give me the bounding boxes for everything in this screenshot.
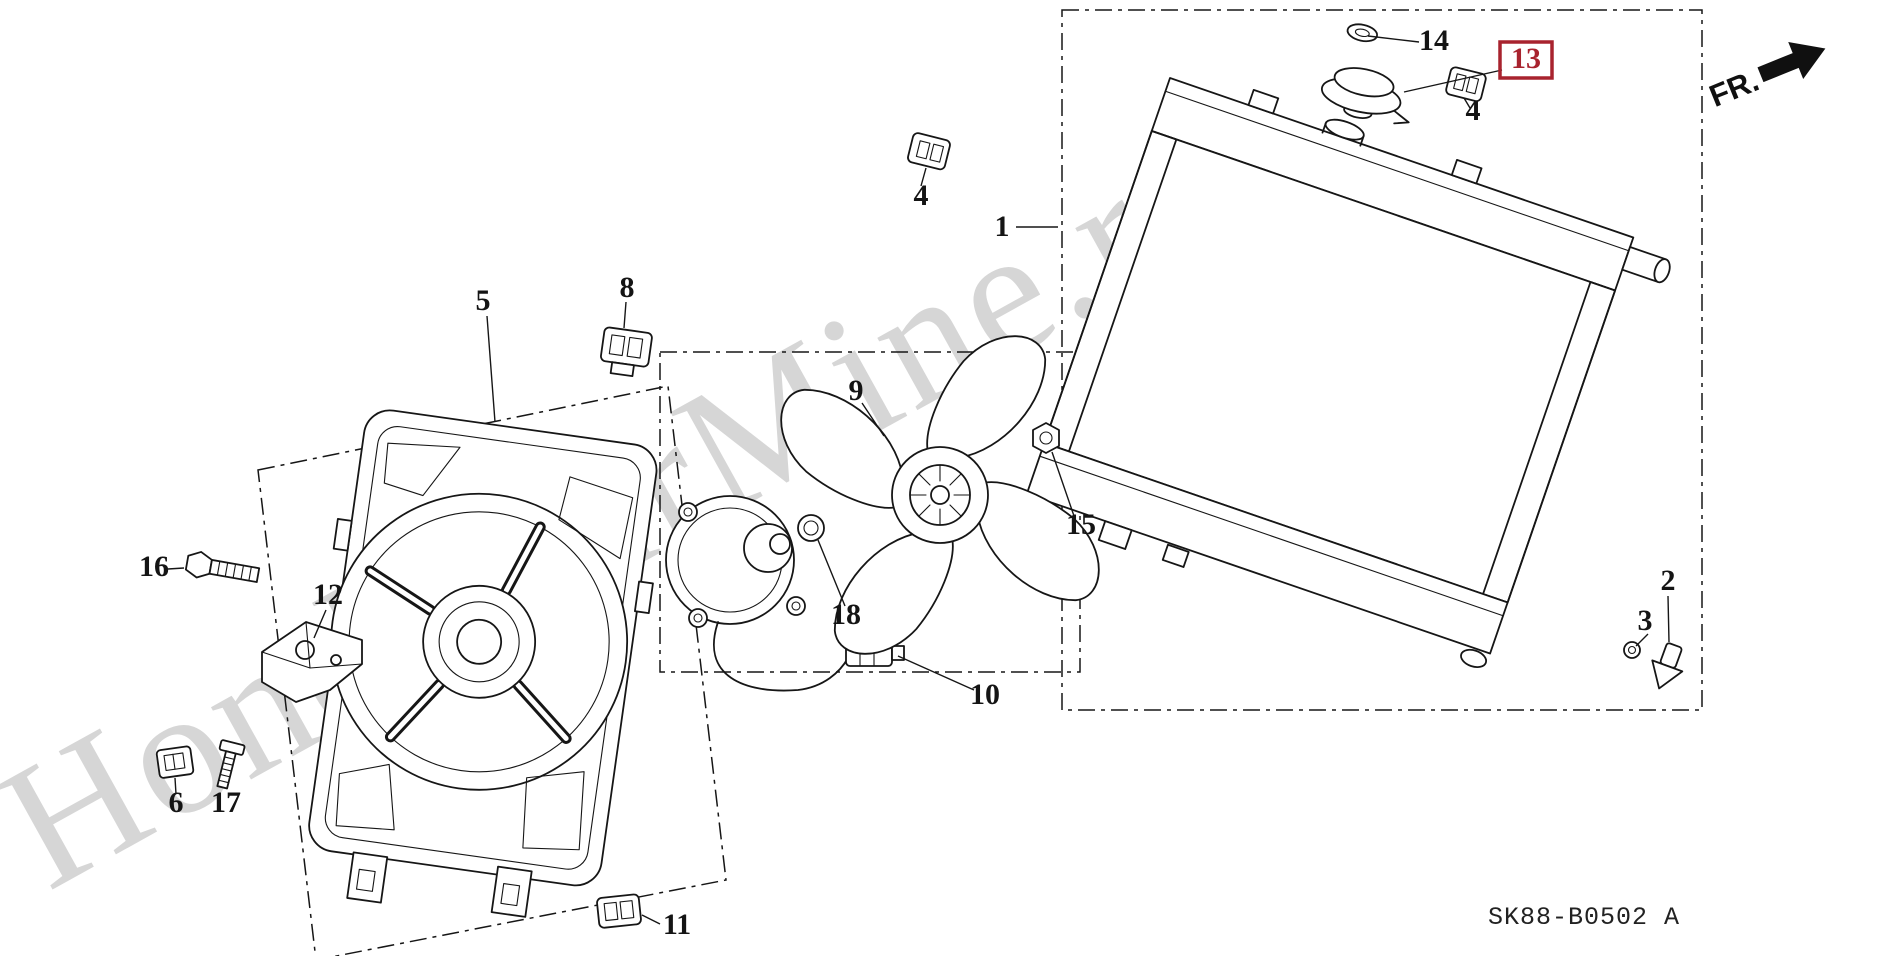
drain-plug-2-drawing [1651, 642, 1684, 690]
callout-6[interactable]: 6 [169, 786, 184, 819]
callout-16[interactable]: 16 [139, 550, 169, 583]
callout-18[interactable]: 18 [831, 598, 861, 631]
shroud-foot-right [490, 865, 533, 918]
callout-12[interactable]: 12 [313, 578, 343, 611]
fan-shroud-drawing [308, 409, 658, 918]
diagram-code: SK88-B0502 A [1488, 903, 1680, 932]
radiator-drawing [1025, 77, 1671, 669]
clip-8-drawing [600, 326, 653, 378]
shroud-boundary-box [257, 385, 727, 956]
nut-15-drawing [1032, 422, 1060, 454]
clip-11-drawing [596, 893, 642, 929]
radiator-bottom-tank [1025, 442, 1509, 655]
bolt-17-drawing [216, 739, 246, 790]
radiator-cap-drawing [1321, 23, 1410, 125]
fan-boundary-box [659, 351, 1081, 673]
callout-10[interactable]: 10 [970, 678, 1000, 711]
callout-5[interactable]: 5 [476, 284, 491, 317]
callout-9[interactable]: 9 [849, 374, 864, 407]
oring-18-drawing [797, 514, 825, 542]
callout-13-highlight-box [1498, 40, 1554, 80]
callout-15[interactable]: 15 [1066, 508, 1096, 541]
callout-1[interactable]: 1 [995, 210, 1010, 243]
bolt-16-drawing [184, 551, 261, 583]
callout-14[interactable]: 14 [1419, 24, 1449, 57]
shroud-foot-left [346, 851, 389, 904]
callout-8[interactable]: 8 [620, 271, 635, 304]
callout-4-top[interactable]: 4 [1466, 94, 1481, 127]
motor-wire [713, 621, 849, 692]
fr-arrow-icon [1757, 41, 1826, 83]
shroud-ribs [335, 442, 634, 851]
callout-2[interactable]: 2 [1661, 564, 1676, 597]
clip-6-drawing [155, 745, 195, 779]
callout-13[interactable]: 13 [1511, 42, 1541, 75]
motor-shaft [769, 533, 791, 555]
callout-4-left[interactable]: 4 [914, 179, 929, 212]
radiator-boundary-box [1061, 9, 1703, 711]
fan-drawing [780, 335, 1100, 655]
callout-17[interactable]: 17 [211, 786, 241, 819]
bracket-12-drawing [261, 621, 363, 703]
drain-boss [1460, 648, 1488, 669]
hub-splines [909, 464, 971, 526]
leader-lines [167, 35, 1670, 925]
callout-11[interactable]: 11 [663, 908, 691, 941]
clip-4-left-drawing [907, 132, 951, 171]
callout-3[interactable]: 3 [1638, 604, 1653, 637]
